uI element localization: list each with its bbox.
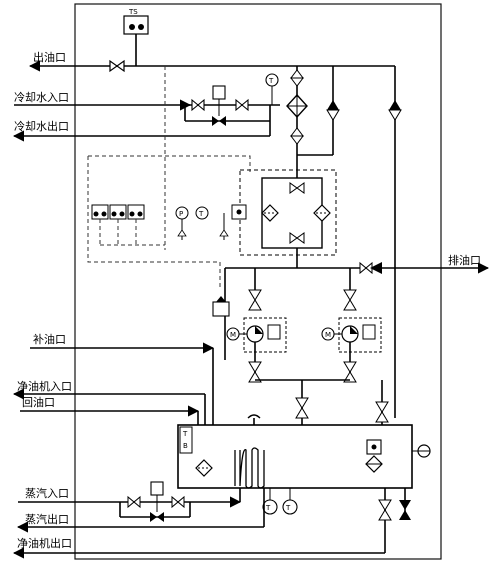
cooling-water-outlet-port: 冷却水出口 <box>12 119 270 142</box>
regulating-valve <box>212 116 226 126</box>
outlet-valve <box>109 59 125 73</box>
pressure-switch-3 <box>127 204 145 245</box>
motor-2-label: M <box>325 331 331 339</box>
oil-tank: T B <box>177 414 431 489</box>
heating-coil <box>234 447 265 489</box>
cooler-bypass <box>297 66 340 156</box>
gauge-2-icon <box>195 206 209 220</box>
purifier-inlet-port: 净油机入口 <box>12 379 205 400</box>
oil-pump-1: M <box>226 289 287 383</box>
terminal-box-b: B <box>183 442 188 450</box>
bypass-valve-right <box>235 98 249 112</box>
thermometer-label: T <box>268 77 274 85</box>
terminal-box <box>179 426 193 454</box>
purifier-outlet-port: 净油机出口 <box>12 536 385 559</box>
purifier-inlet-label: 净油机入口 <box>17 379 72 393</box>
pump-header <box>224 261 395 360</box>
bypass-valve-left <box>191 98 205 112</box>
duplex-filter <box>239 155 337 268</box>
right-return-line <box>388 66 402 418</box>
oil-cooler <box>286 66 308 155</box>
cooling-water-inlet-label: 冷却水入口 <box>14 91 69 104</box>
cooling-water-bypass: T <box>184 73 280 136</box>
cooling-water-inlet-port: 冷却水入口 <box>14 91 192 111</box>
purifier-outlet-label: 净油机出口 <box>17 536 72 550</box>
skid-frame <box>74 3 442 560</box>
return-oil-label: 回油口 <box>22 395 55 409</box>
pressure-gauge-label: P <box>179 210 183 218</box>
oil-outlet-label: 出油口 <box>33 50 66 64</box>
terminal-box-t: T <box>182 430 188 438</box>
makeup-oil-label: 补油口 <box>33 332 66 346</box>
steam-inlet-label: 蒸汽入口 <box>25 486 69 500</box>
svg-text:T: T <box>285 504 291 512</box>
instrument-panel: P T <box>87 155 251 290</box>
steam-outlet-port: 蒸汽出口 <box>16 512 264 533</box>
pressure-switch-2 <box>109 204 127 245</box>
drain-outlet-port: 排油口 <box>395 253 490 274</box>
tank-drains <box>378 488 411 553</box>
drain-outlet-label: 排油口 <box>448 253 481 267</box>
temperature-switch-label: TS <box>128 8 138 16</box>
motor-1-label: M <box>230 331 236 339</box>
pressure-switch-1 <box>91 204 109 245</box>
temp-control-valve <box>212 85 226 100</box>
return-oil-port: 回油口 <box>20 395 200 417</box>
oil-pump-2: M <box>321 289 382 383</box>
oil-outlet-port: 出油口 <box>28 50 110 72</box>
steam-line <box>119 481 265 527</box>
gauge-2-label: T <box>198 210 204 218</box>
cooling-water-outlet-label: 冷却水出口 <box>14 119 69 133</box>
pump-suction-manifold <box>255 379 389 425</box>
tank-thermometers: T T <box>262 488 298 515</box>
svg-text:T: T <box>265 504 271 512</box>
oil-outlet-line: TS <box>109 8 395 250</box>
temperature-switch <box>123 15 149 35</box>
steam-outlet-label: 蒸汽出口 <box>25 512 69 526</box>
makeup-oil-port: 补油口 <box>30 332 215 354</box>
safety-valve <box>212 296 230 317</box>
